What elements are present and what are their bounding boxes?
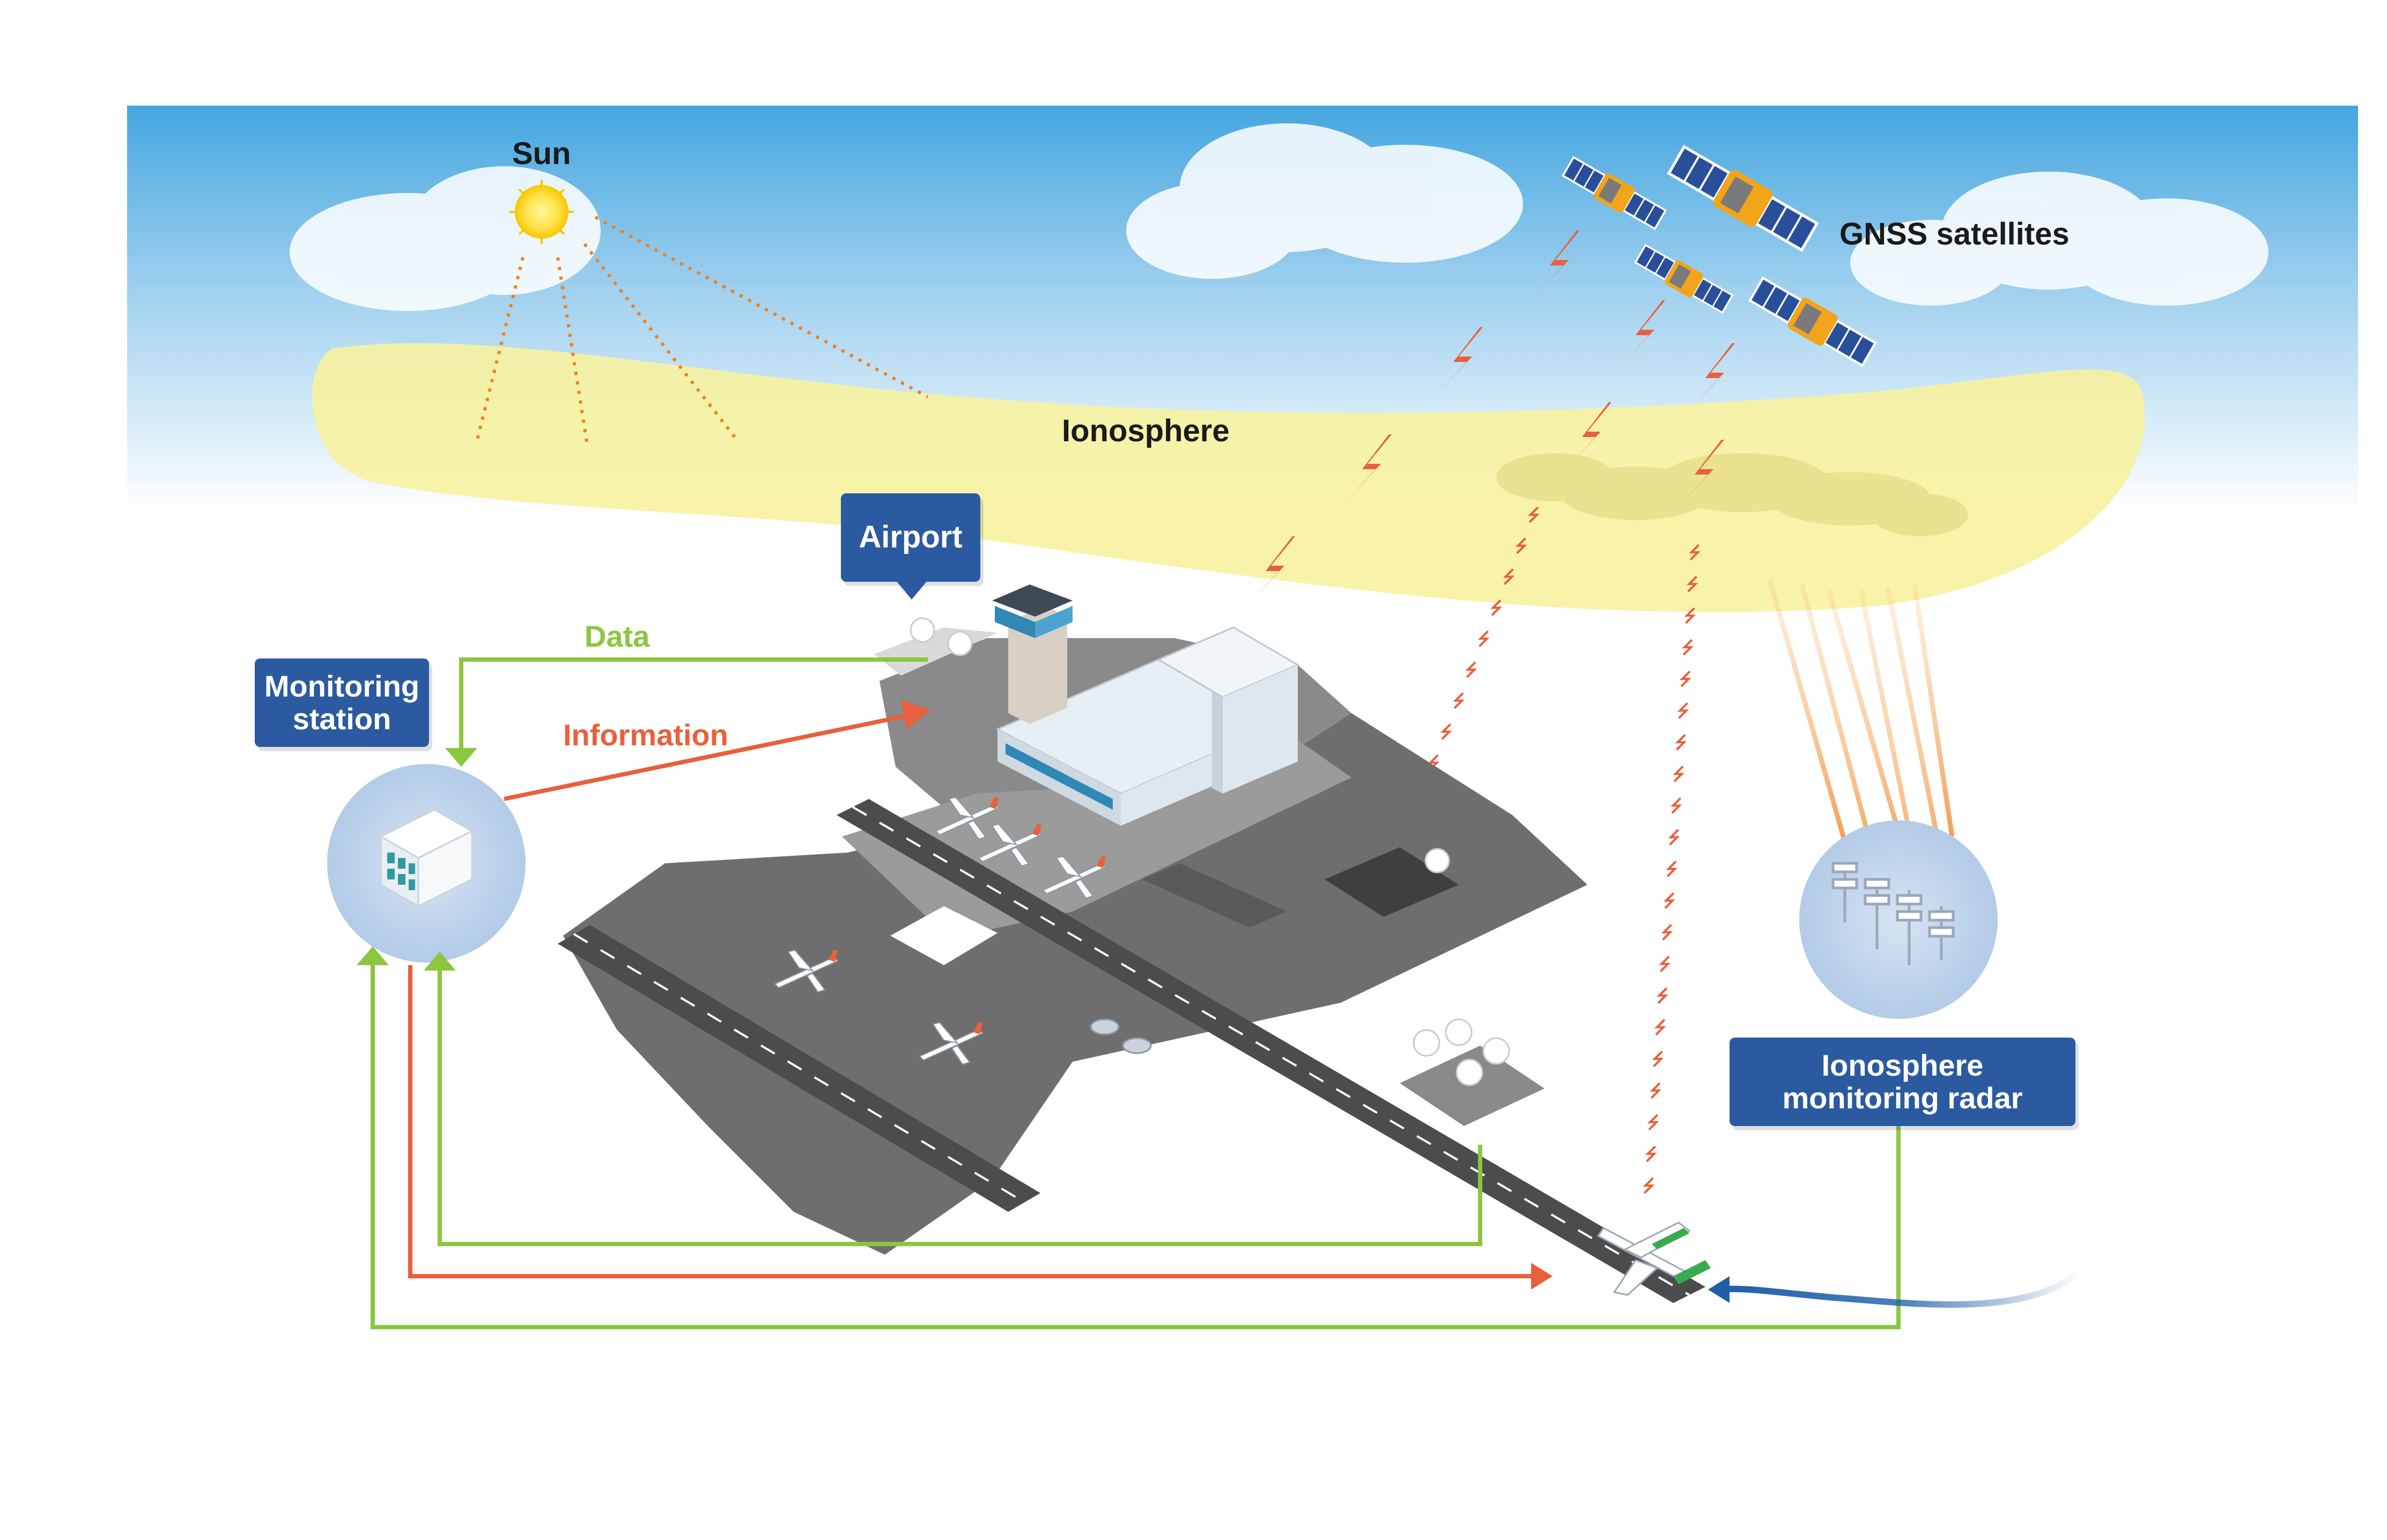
control-tower-icon bbox=[992, 584, 1073, 724]
sun-icon bbox=[509, 180, 574, 244]
airport-callout-pointer bbox=[896, 580, 928, 599]
terminal-building bbox=[995, 626, 1300, 826]
radar-antenna-icon bbox=[1831, 862, 1955, 965]
monitoring-station-line1: Monitoring bbox=[264, 669, 420, 704]
airplane-icon bbox=[774, 949, 839, 993]
gnss-satellites-label: GNSS satellites bbox=[1839, 217, 2070, 251]
lightning-icon bbox=[1689, 343, 1735, 410]
aircraft-approach-arrowhead bbox=[1708, 1276, 1730, 1303]
information-arrowheads bbox=[901, 700, 1553, 1290]
lightning-icon bbox=[1534, 231, 1579, 298]
airplane-icon bbox=[1597, 1221, 1711, 1296]
building-icon bbox=[379, 809, 474, 908]
information-arrow bbox=[408, 714, 1536, 1278]
airplane-icon bbox=[978, 823, 1043, 867]
satellite-icon bbox=[1667, 145, 1819, 252]
ionosphere-band bbox=[312, 343, 2145, 612]
sun-label: Sun bbox=[512, 136, 571, 171]
data-label: Data bbox=[585, 619, 650, 653]
monitoring-station-callout: Monitoring station bbox=[255, 658, 429, 747]
radar-callout-line2: monitoring radar bbox=[1782, 1080, 2023, 1115]
airport-callout: Airport bbox=[841, 493, 980, 582]
lightning-icon bbox=[1250, 536, 1295, 603]
data-arrow bbox=[371, 657, 1901, 1329]
monitoring-station-site bbox=[327, 764, 526, 962]
runway-main bbox=[837, 799, 1705, 1303]
radar-site bbox=[1799, 820, 1998, 1019]
aircraft-approach-arrow bbox=[1716, 1268, 2083, 1308]
airplane-icon bbox=[1042, 855, 1107, 899]
lightning-icon bbox=[1566, 402, 1612, 469]
airplane-icon bbox=[935, 796, 1000, 840]
runway-secondary bbox=[558, 925, 1040, 1212]
satellite-icon bbox=[1748, 276, 1877, 367]
satellite-icon bbox=[1561, 156, 1667, 231]
monitoring-station-line2: station bbox=[292, 701, 391, 736]
lightning-icon bbox=[1346, 434, 1392, 501]
radar-callout-line1: Ionosphere bbox=[1821, 1048, 1984, 1083]
information-label: Information bbox=[563, 718, 728, 752]
radar-callout: Ionosphere monitoring radar bbox=[1730, 1038, 2075, 1126]
trees bbox=[910, 617, 1510, 1086]
airplane-icon bbox=[919, 1021, 984, 1065]
lightning-icon bbox=[1437, 327, 1483, 394]
satellite-icon bbox=[1634, 243, 1734, 314]
data-arrowheads bbox=[357, 748, 477, 971]
storage-tanks bbox=[1090, 1018, 1152, 1054]
lightning-icon bbox=[1620, 300, 1665, 367]
sun-rays bbox=[476, 216, 929, 446]
lightning-icon bbox=[1679, 440, 1724, 507]
airport-callout-text: Airport bbox=[859, 520, 963, 555]
ionosphere-label: Ionosphere bbox=[1062, 413, 1230, 448]
